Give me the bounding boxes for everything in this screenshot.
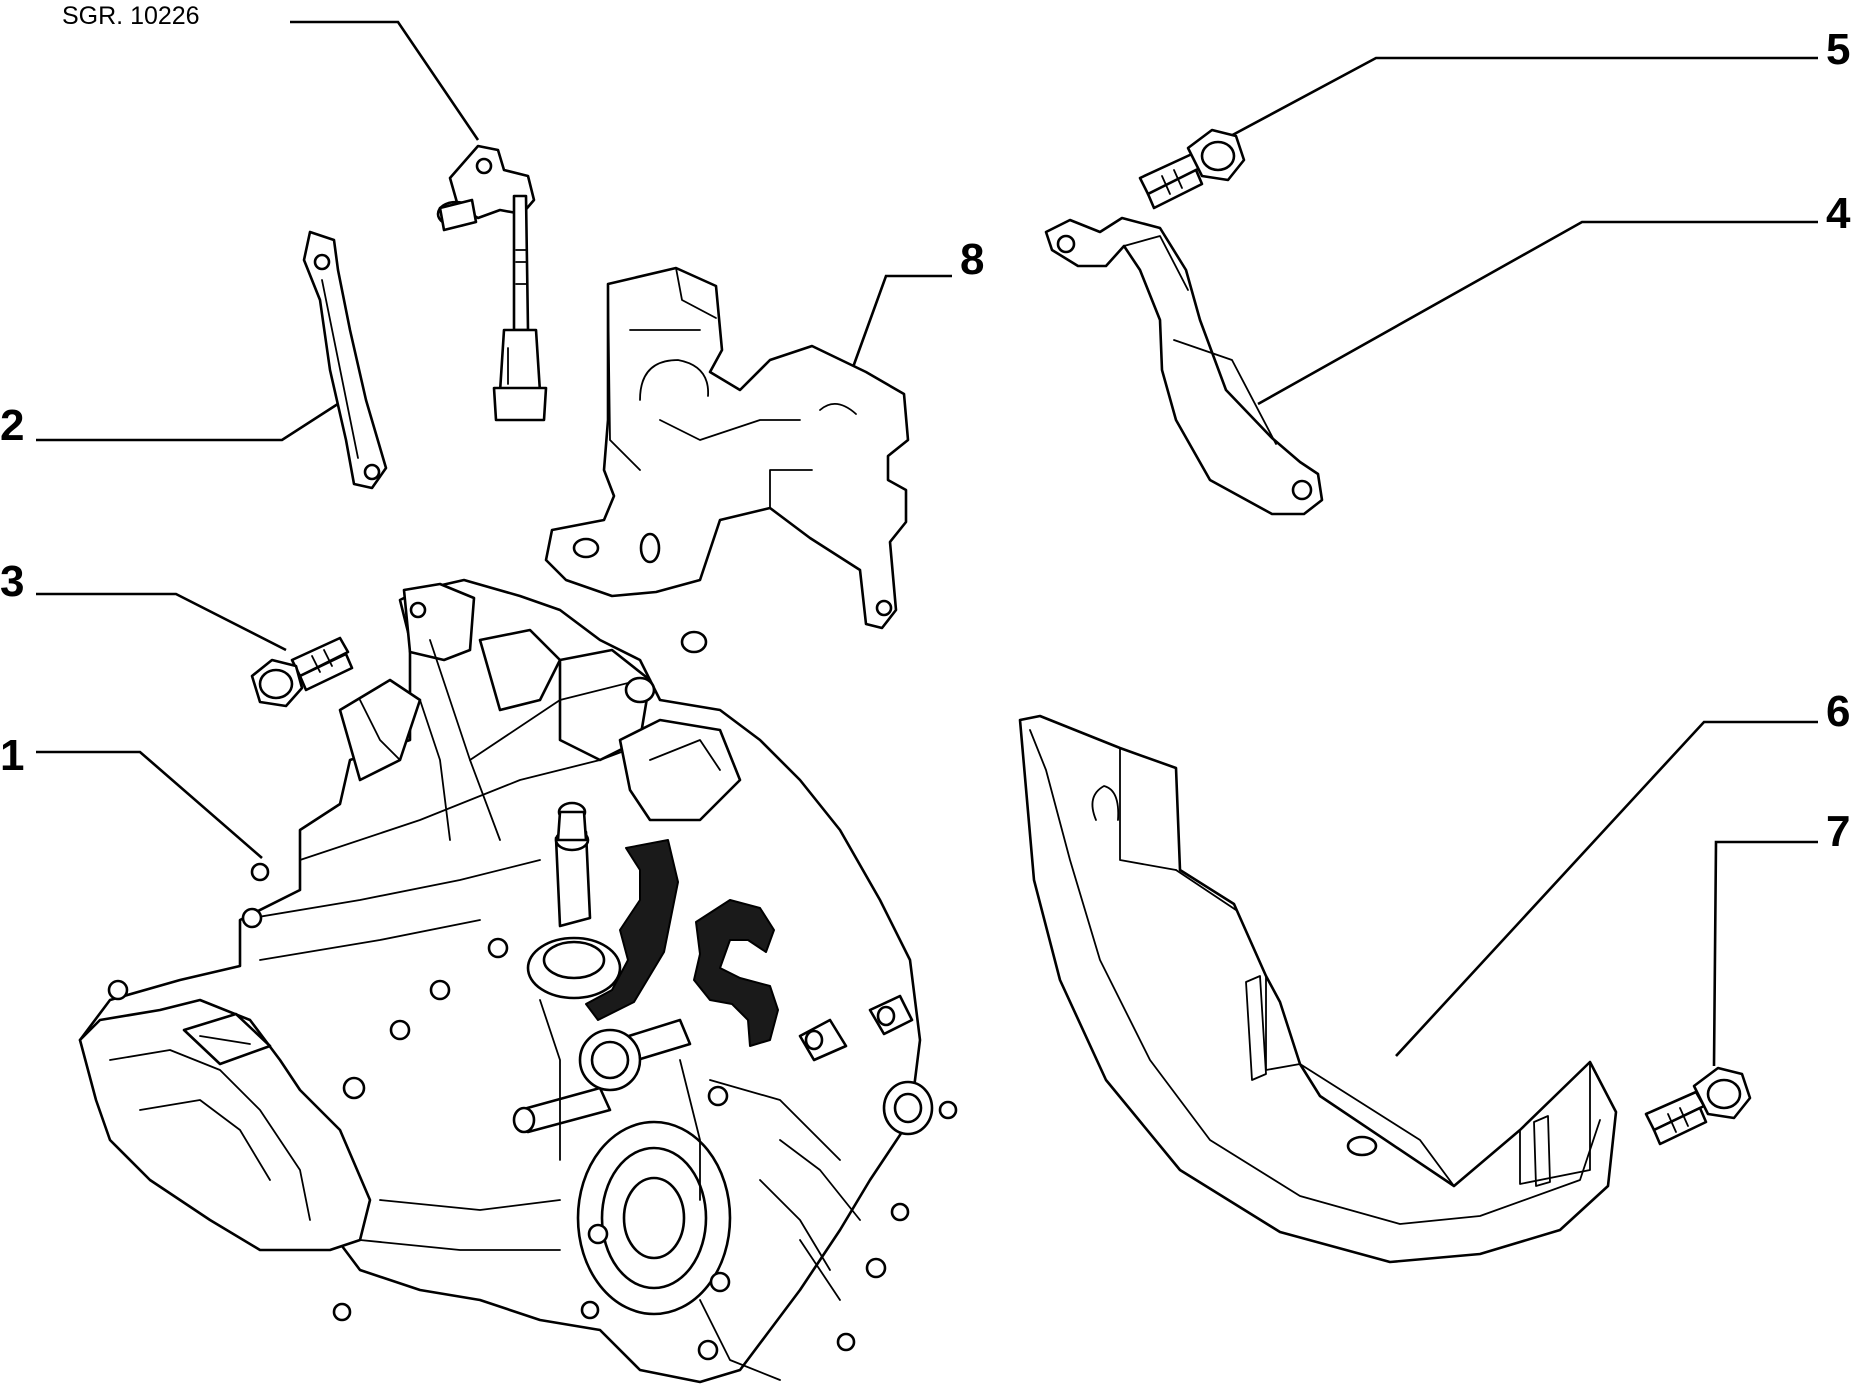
bolt-part-5 (1138, 128, 1246, 210)
leader-7 (1712, 840, 1818, 1067)
leader-1 (36, 750, 263, 859)
strap-part-2 (302, 230, 388, 490)
leader-2 (36, 398, 345, 442)
leader-8 (850, 274, 952, 371)
leader-6 (1395, 720, 1818, 1057)
callout-4: 4 (1826, 189, 1851, 238)
speed-sensor (436, 144, 548, 422)
bolt-part-7 (1644, 1066, 1752, 1146)
callout-5: 5 (1826, 25, 1850, 74)
leader-reference (290, 20, 480, 141)
leader-3 (36, 592, 287, 652)
arm-bracket-part-4 (1044, 216, 1324, 516)
callout-1: 1 (0, 731, 24, 780)
leader-4 (1257, 220, 1818, 406)
callout-2: 2 (0, 401, 24, 450)
shift-fork-dark-1 (585, 839, 679, 1021)
reference-label: SGR. 10226 (62, 2, 200, 30)
leader-5 (1211, 56, 1818, 148)
callout-6: 6 (1826, 687, 1850, 736)
bracket-part-8 (544, 266, 910, 630)
callout-3: 3 (0, 557, 24, 606)
callout-8: 8 (960, 235, 984, 284)
bolt-part-3 (250, 636, 354, 708)
callout-7: 7 (1826, 807, 1850, 856)
gearbox-part-1 (78, 578, 958, 1384)
shift-fork-dark-2 (693, 899, 779, 1047)
shield-part-6 (1018, 714, 1618, 1264)
